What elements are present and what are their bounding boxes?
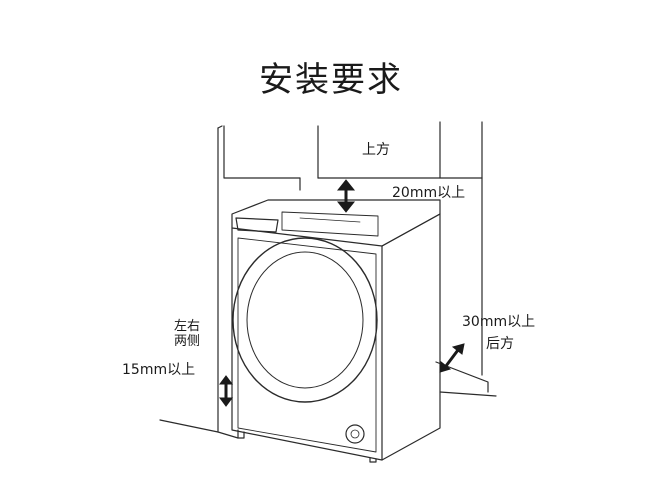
side-label-line1: 左右 [174, 319, 201, 334]
upper-cabinet [223, 121, 483, 191]
top-clearance-arrow [336, 179, 356, 213]
back-label: 后方 [486, 336, 514, 352]
back-clearance-label: 30mm以上 [462, 314, 536, 330]
side-clearance-label: 15mm以上 [122, 362, 196, 378]
left-wall [159, 125, 239, 439]
side-clearance-arrow [219, 375, 233, 407]
washing-machine [231, 199, 441, 463]
diagram-title: 安装要求 [259, 60, 403, 100]
back-clearance-arrow [439, 343, 465, 373]
top-label: 上方 [362, 142, 390, 158]
top-clearance-label: 20mm以上 [392, 185, 466, 201]
back-wall [435, 177, 497, 397]
side-label-line2: 两侧 [174, 334, 201, 349]
